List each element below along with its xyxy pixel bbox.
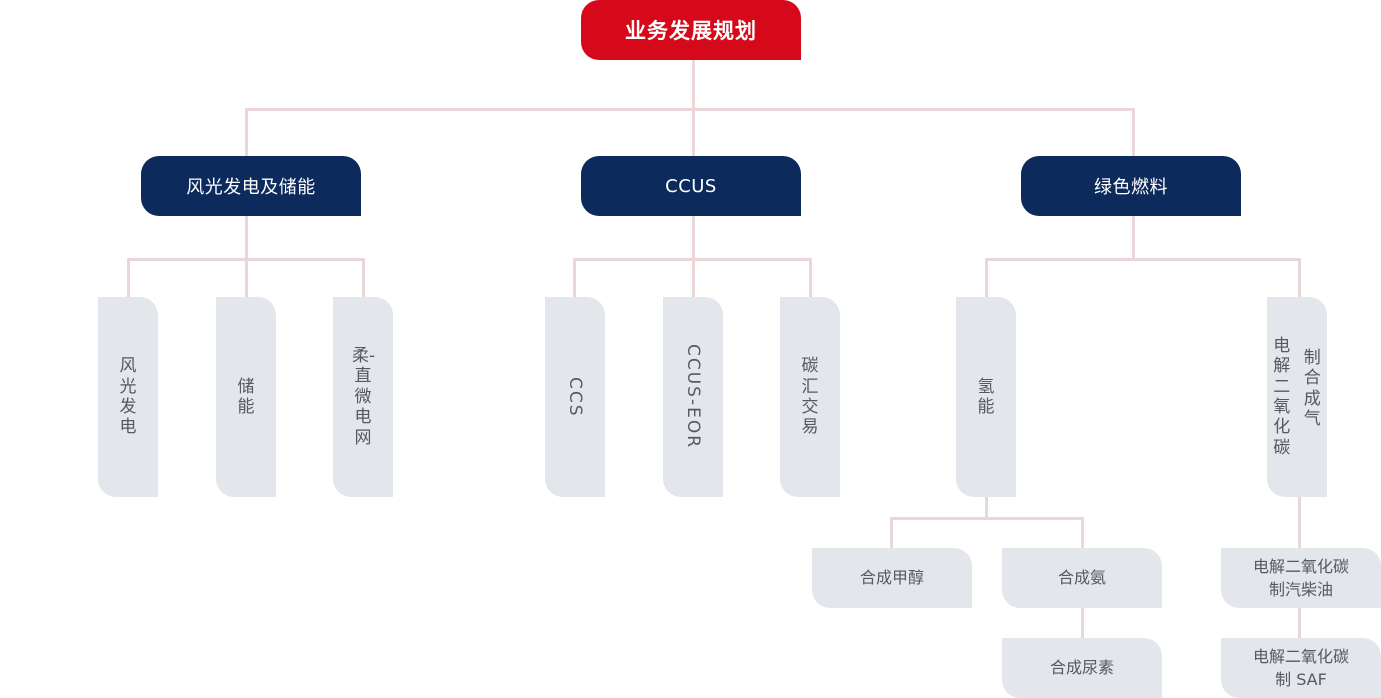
connector <box>985 496 988 520</box>
leaf-label: 氢能 <box>977 376 995 417</box>
leaf-label-column: 电解二氧化碳 <box>1273 335 1291 458</box>
category-label: CCUS <box>665 175 717 197</box>
leaf-ccus-eor: CCUS-EOR <box>663 297 723 497</box>
leaf-label: 电解二氧化碳制汽柴油 <box>1252 556 1349 599</box>
connector <box>245 108 248 156</box>
leaf-flexible-dc-microgrid: 柔-直微电网 <box>333 297 393 497</box>
leaf-label: 柔-直微电网 <box>351 346 376 448</box>
connector <box>1298 496 1301 549</box>
category-wind-solar-storage: 风光发电及储能 <box>141 156 361 216</box>
connector <box>1132 215 1135 261</box>
leaf-carbon-sink-trading: 碳汇交易 <box>780 297 840 497</box>
leaf-co2-to-gasoline-diesel: 电解二氧化碳制汽柴油 <box>1221 548 1381 608</box>
root-node: 业务发展规划 <box>581 0 801 60</box>
leaf-label: 储能 <box>237 376 255 417</box>
connector <box>1132 108 1135 156</box>
connector <box>692 59 695 111</box>
leaf-label: 合成甲醇 <box>859 568 924 588</box>
category-label: 风光发电及储能 <box>186 177 316 198</box>
leaf-energy-storage: 储能 <box>216 297 276 497</box>
connector <box>127 258 130 298</box>
leaf-ccs: CCS <box>545 297 605 497</box>
connector <box>985 258 988 298</box>
connector <box>1298 258 1301 298</box>
leaf-label: 合成氨 <box>1057 568 1106 588</box>
connector <box>1081 607 1084 639</box>
leaf-label: 电解二氧化碳制 SAF <box>1252 646 1349 689</box>
connector <box>245 108 1135 111</box>
connector <box>245 215 248 261</box>
root-label: 业务发展规划 <box>625 19 757 43</box>
connector <box>245 258 248 298</box>
connector <box>1081 517 1084 549</box>
connector <box>692 258 695 298</box>
leaf-wind-solar-power: 风光发电 <box>98 297 158 497</box>
connector <box>985 258 1301 261</box>
leaf-label: 制合成气电解二氧化碳 <box>1272 336 1323 458</box>
leaf-label: 风光发电 <box>119 356 137 438</box>
leaf-hydrogen-energy: 氢能 <box>956 297 1016 497</box>
connector <box>890 517 893 549</box>
category-green-fuel: 绿色燃料 <box>1021 156 1241 216</box>
category-label: 绿色燃料 <box>1094 177 1168 198</box>
leaf-urea-synthesis: 合成尿素 <box>1002 638 1162 698</box>
category-ccus: CCUS <box>581 156 801 216</box>
leaf-label: 碳汇交易 <box>801 356 819 438</box>
connector <box>692 108 695 156</box>
leaf-co2-to-saf: 电解二氧化碳制 SAF <box>1221 638 1381 698</box>
leaf-label-column: 制合成气 <box>1303 347 1321 429</box>
connector <box>1298 607 1301 639</box>
connector <box>573 258 576 298</box>
leaf-methanol-synthesis: 合成甲醇 <box>812 548 972 608</box>
connector <box>809 258 812 298</box>
leaf-label: CCUS-EOR <box>683 344 704 450</box>
leaf-label: CCS <box>565 376 586 418</box>
connector <box>692 215 695 261</box>
connector <box>890 517 1084 520</box>
leaf-ammonia-synthesis: 合成氨 <box>1002 548 1162 608</box>
connector <box>362 258 365 298</box>
leaf-label: 合成尿素 <box>1049 658 1114 678</box>
leaf-co2-electrolysis-syngas: 制合成气电解二氧化碳 <box>1267 297 1327 497</box>
